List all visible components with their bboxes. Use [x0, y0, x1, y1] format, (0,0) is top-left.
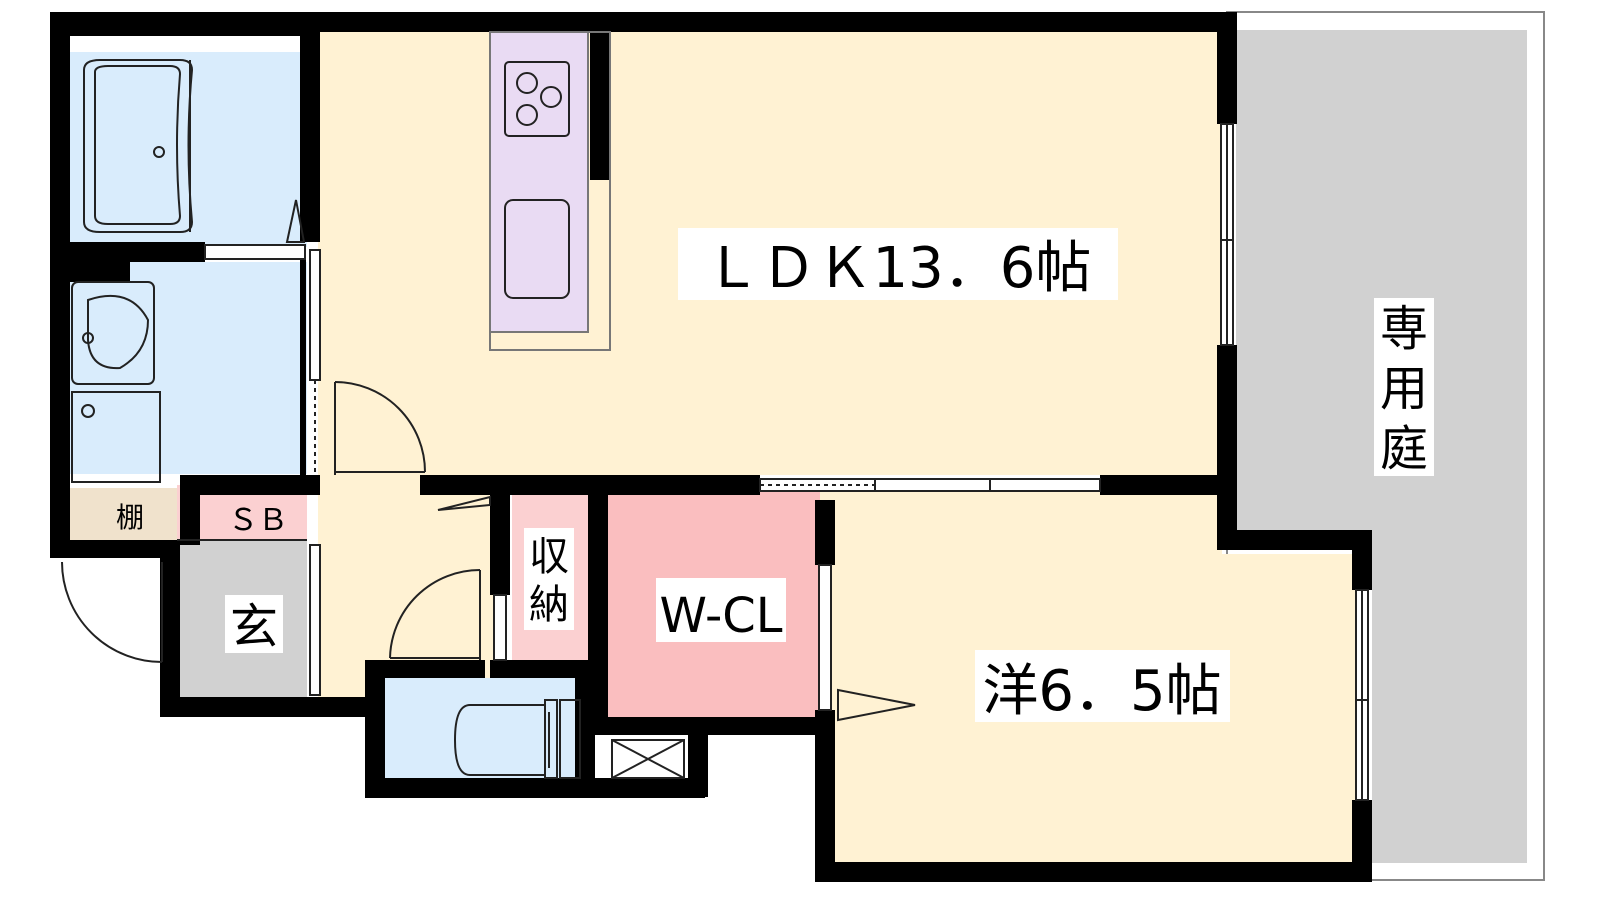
kitchen [489, 31, 611, 351]
doors [61, 199, 916, 722]
western-label-bg [975, 650, 1230, 722]
pipe-space-mark [611, 739, 685, 779]
walls [50, 12, 1372, 882]
toilet-floor [385, 678, 589, 783]
entrance-label-bg [225, 595, 283, 653]
floor-fills [67, 30, 1358, 868]
shelf-fill [67, 488, 177, 540]
toilet-icon [453, 699, 581, 779]
bath-floor [67, 52, 307, 247]
kitchen-counter [489, 31, 589, 333]
stove-icon [504, 61, 570, 137]
storage-label-bg [524, 528, 574, 630]
ldk-label: ＬＤＫ13．6帖 [705, 236, 1092, 301]
garden-label-3: 庭 [1380, 421, 1428, 477]
garden-label-2: 用 [1380, 361, 1428, 417]
shoebox-label: ＳＢ [228, 503, 288, 538]
sink-icon [504, 199, 570, 299]
garden-label-1: 専 [1380, 301, 1428, 357]
bathtub-icon [83, 59, 194, 233]
windows [177, 123, 1369, 801]
wash-basin-icon [71, 281, 161, 483]
washroom-floor [67, 262, 307, 474]
room-labels: ＬＤＫ13．6帖 専 用 庭 棚 ＳＢ 玄 収 納 W-CL 洋6．5帖 [116, 228, 1434, 724]
garden-label-bg [1374, 298, 1434, 476]
western-room-label: 洋6．5帖 [982, 659, 1221, 724]
storage-label-2: 納 [529, 582, 569, 628]
ldk-label-bg [678, 228, 1118, 300]
storage-label-1: 収 [529, 534, 569, 580]
entrance-label: 玄 [230, 599, 278, 655]
wcl-label-bg [656, 578, 786, 642]
shelf-label: 棚 [116, 501, 144, 534]
wcl-label: W-CL [659, 588, 782, 644]
